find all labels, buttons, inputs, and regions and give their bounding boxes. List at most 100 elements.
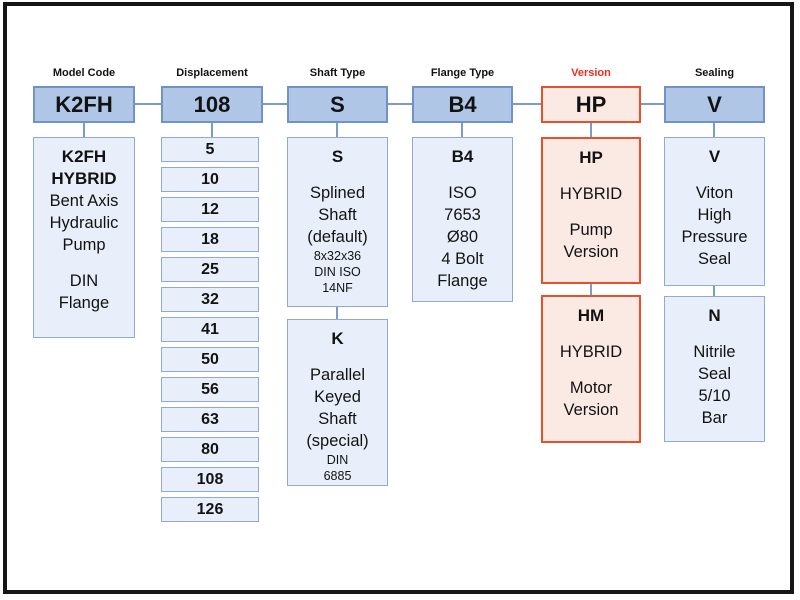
text-line: Motor bbox=[569, 379, 613, 397]
displacement-option: 80 bbox=[161, 437, 259, 462]
displacement-option: 63 bbox=[161, 407, 259, 432]
text-line: 7653 bbox=[444, 206, 481, 224]
model-code-box: K2FH bbox=[33, 86, 135, 123]
text-line: Shaft bbox=[318, 206, 357, 224]
text-line: 8x32x36 bbox=[313, 249, 362, 263]
connector-line bbox=[713, 286, 715, 296]
connector-line bbox=[641, 103, 664, 105]
connector-line bbox=[461, 123, 463, 137]
connector-line bbox=[590, 123, 592, 137]
text-line: 14NF bbox=[322, 281, 353, 295]
text-line: Bar bbox=[701, 409, 728, 427]
text-line: Version bbox=[563, 401, 619, 419]
displacement-box: 108 bbox=[161, 86, 263, 123]
connector-line bbox=[336, 307, 338, 319]
text-line: HYBRID bbox=[559, 343, 623, 361]
connector-line bbox=[263, 103, 287, 105]
version-box: HP bbox=[541, 86, 641, 123]
connector-line bbox=[336, 123, 338, 137]
spacer bbox=[543, 169, 639, 183]
text-line: Viton bbox=[695, 184, 734, 202]
connector-line bbox=[590, 284, 592, 295]
spacer bbox=[543, 205, 639, 219]
text-line: Hydraulic bbox=[49, 214, 119, 232]
displacement-option: 18 bbox=[161, 227, 259, 252]
spacer bbox=[288, 168, 387, 182]
displacement-option: 50 bbox=[161, 347, 259, 372]
text-line: Parallel bbox=[309, 366, 366, 384]
spacer bbox=[288, 350, 387, 364]
text-line: K2FH bbox=[61, 147, 107, 166]
text-line: HYBRID bbox=[51, 169, 117, 188]
text-line: DIN bbox=[326, 453, 349, 467]
spacer bbox=[543, 327, 639, 341]
shaft-type-box: S bbox=[287, 86, 388, 123]
connector-line bbox=[388, 103, 412, 105]
displacement-option: 10 bbox=[161, 167, 259, 192]
text-line: (default) bbox=[307, 228, 368, 246]
displacement-option: 32 bbox=[161, 287, 259, 312]
text-line: Ø80 bbox=[446, 228, 479, 246]
spacer bbox=[665, 168, 764, 182]
spacer bbox=[543, 363, 639, 377]
text-line: DIN ISO bbox=[314, 265, 361, 279]
displacement-option: 41 bbox=[161, 317, 259, 342]
displacement-option: 5 bbox=[161, 137, 259, 162]
text-line: B4 bbox=[451, 147, 474, 166]
text-line: Version bbox=[563, 243, 619, 261]
text-line: 5/10 bbox=[698, 387, 731, 405]
column-label-sealing: Sealing bbox=[694, 67, 735, 79]
connector-line bbox=[211, 123, 213, 137]
text-line: V bbox=[708, 147, 721, 166]
column-label-shaft-type: Shaft Type bbox=[309, 67, 366, 79]
column-label-flange-type: Flange Type bbox=[430, 67, 495, 79]
spacer bbox=[665, 327, 764, 341]
text-line: Nitrile bbox=[693, 343, 736, 361]
text-line: Flange bbox=[58, 294, 110, 312]
displacement-options-list: 5 10 12 18 25 32 41 50 56 63 80 108 126 bbox=[161, 137, 259, 527]
text-line: HP bbox=[579, 148, 603, 167]
displacement-option: 108 bbox=[161, 467, 259, 492]
text-line: HM bbox=[577, 306, 605, 325]
text-line: High bbox=[697, 206, 732, 224]
connector-line bbox=[135, 103, 161, 105]
text-line: Splined bbox=[309, 184, 366, 202]
column-label-model-code: Model Code bbox=[52, 67, 116, 79]
text-line: DIN bbox=[69, 272, 99, 290]
column-label-version: Version bbox=[571, 67, 611, 79]
displacement-option: 12 bbox=[161, 197, 259, 222]
text-line: 4 Bolt bbox=[441, 250, 484, 268]
displacement-option: 25 bbox=[161, 257, 259, 282]
displacement-option: 126 bbox=[161, 497, 259, 522]
displacement-option: 56 bbox=[161, 377, 259, 402]
text-line: S bbox=[331, 147, 344, 166]
text-line: Seal bbox=[697, 365, 732, 383]
text-line: Shaft bbox=[318, 410, 357, 428]
text-line: 6885 bbox=[323, 469, 352, 483]
column-label-displacement: Displacement bbox=[176, 67, 248, 79]
sealing-box: V bbox=[664, 86, 765, 123]
text-line: (special) bbox=[306, 432, 369, 450]
text-line: ISO bbox=[448, 184, 477, 202]
text-line: N bbox=[708, 306, 721, 325]
text-line: K bbox=[331, 329, 344, 348]
text-line: Flange bbox=[437, 272, 488, 290]
connector-line bbox=[713, 123, 715, 137]
text-line: Seal bbox=[697, 250, 732, 268]
text-line: HYBRID bbox=[559, 185, 623, 203]
text-line: Pressure bbox=[681, 228, 748, 246]
connector-line bbox=[83, 123, 85, 137]
connector-line bbox=[513, 103, 541, 105]
text-line: Bent Axis bbox=[49, 192, 119, 210]
text-line: Pump bbox=[62, 236, 106, 254]
spacer bbox=[34, 256, 134, 270]
text-line: Keyed bbox=[314, 388, 361, 406]
